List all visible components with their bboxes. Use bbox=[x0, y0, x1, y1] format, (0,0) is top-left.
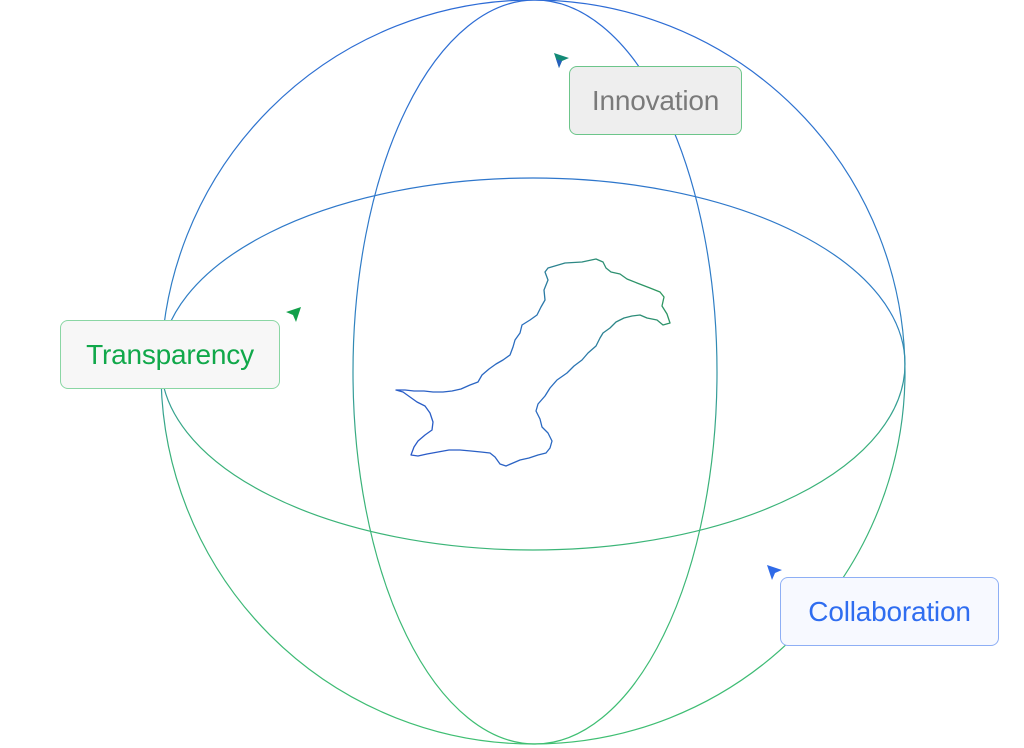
transparency-tag: Transparency bbox=[60, 320, 280, 389]
transparency-label: Transparency bbox=[86, 338, 254, 370]
innovation-tag: Innovation bbox=[569, 66, 742, 135]
innovation-label: Innovation bbox=[591, 84, 720, 116]
cursor-arrow-icon bbox=[767, 565, 782, 580]
collaboration-label: Collaboration bbox=[808, 595, 971, 627]
collaboration-tag: Collaboration bbox=[780, 577, 999, 646]
country-map-outline bbox=[395, 258, 671, 467]
cursor-arrow-icon bbox=[554, 53, 569, 68]
globe-meridian bbox=[352, 0, 718, 745]
cursor-arrow-icon bbox=[286, 307, 301, 322]
